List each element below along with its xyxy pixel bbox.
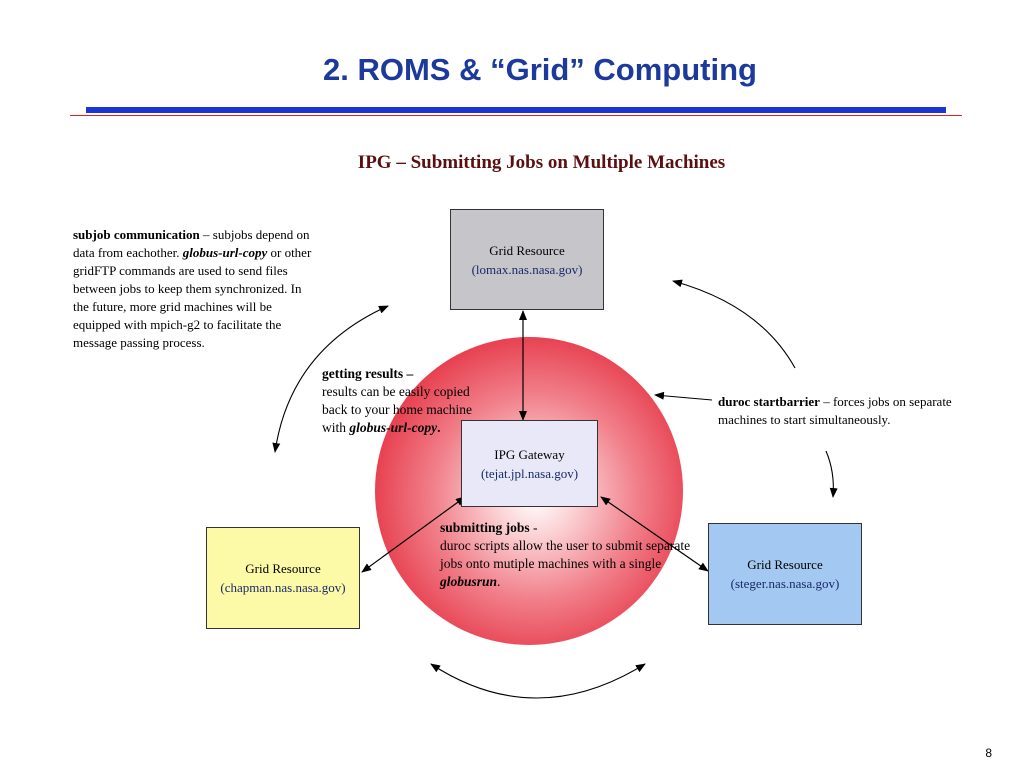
node-lomax-host: (lomax.nas.nasa.gov) (471, 261, 583, 277)
node-steger-label: Grid Resource (747, 557, 823, 572)
arrow-duroc-pointer (654, 391, 713, 401)
note-results-end: . (437, 420, 441, 435)
slide-title: 2. ROMS & “Grid” Computing (323, 52, 757, 87)
note-subjob-text1: – subjobs depend on data from eachother. (73, 227, 310, 260)
note-submit-term2: globusrun (440, 574, 498, 589)
note-subjob-communication: subjob communication – subjobs depend on… (73, 226, 313, 352)
title-rule-red (70, 115, 962, 116)
note-submitting-jobs: submitting jobs - duroc scripts allow the… (440, 519, 700, 591)
note-submit-term: submitting jobs (440, 520, 530, 535)
node-gateway-host: (tejat.jpl.nasa.gov) (480, 465, 579, 481)
note-subjob-term: subjob communication (73, 227, 200, 242)
title-rule-blue (86, 107, 946, 113)
note-subjob-term2: globus-url-copy (182, 245, 268, 260)
note-submit-end: . (497, 574, 501, 589)
note-results-dash: – (403, 366, 414, 381)
node-steger-host: (steger.nas.nasa.gov) (730, 576, 840, 591)
arrow-duroc-curve-right (825, 450, 838, 498)
note-duroc-startbarrier: duroc startbarrier – forces jobs on sepa… (718, 393, 958, 429)
note-subjob-text2: or other gridFTP commands are used to se… (73, 245, 312, 350)
node-lomax-label: Grid Resource (489, 242, 565, 258)
diagram-title: IPG – Submitting Jobs on Multiple Machin… (357, 152, 726, 173)
node-gateway: IPG Gateway (tejat.jpl.nasa.gov) (461, 420, 598, 507)
note-submit-dash: - (529, 520, 538, 535)
note-submit-text: duroc scripts allow the user to submit s… (440, 538, 691, 571)
node-steger: Grid Resource (steger.nas.nasa.gov) (708, 523, 862, 625)
note-results-term: getting results (322, 366, 404, 381)
arrow-subjob-curve (272, 305, 389, 453)
node-chapman-label: Grid Resource (245, 561, 321, 576)
page-number: 8 (985, 746, 992, 760)
node-chapman-host: (chapman.nas.nasa.gov) (220, 580, 346, 595)
node-lomax: Grid Resource (lomax.nas.nasa.gov) (450, 209, 604, 310)
note-results-text: results can be easily copied back to you… (322, 384, 472, 435)
arrow-gateway-steger (600, 496, 709, 572)
note-getting-results: getting results – results can be easily c… (322, 365, 472, 437)
arrow-duroc-curve-top (672, 279, 796, 369)
arrow-bottom-curve (430, 663, 646, 699)
arrow-gateway-chapman (361, 496, 466, 573)
note-results-term2: globus-url-copy (349, 420, 438, 435)
node-chapman: Grid Resource (chapman.nas.nasa.gov) (206, 527, 360, 629)
note-duroc-text: – forces jobs on separate machines to st… (718, 394, 952, 427)
note-duroc-term: duroc startbarrier (718, 394, 820, 409)
node-gateway-label: IPG Gateway (494, 446, 565, 462)
